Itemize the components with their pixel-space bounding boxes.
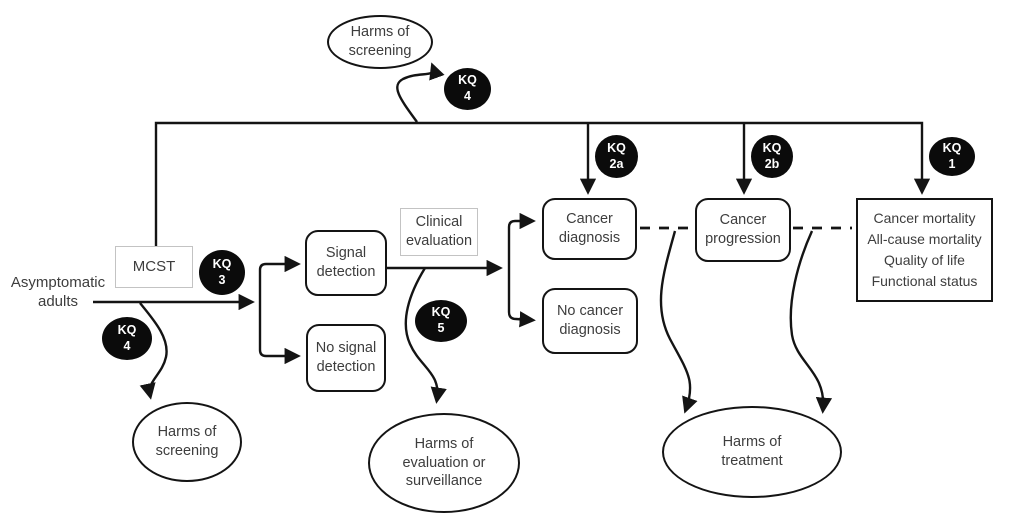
mcst-label: MCST <box>132 258 176 276</box>
signal-detection-box: Signal detection <box>305 230 387 296</box>
kq2a-badge: KQ 2a <box>595 135 638 178</box>
kq1-badge: KQ 1 <box>929 137 975 176</box>
kq1-number: 1 <box>948 156 956 171</box>
kq3-prefix: KQ <box>212 256 232 271</box>
no-cancer-diagnosis-box: No cancer diagnosis <box>542 288 638 354</box>
harms-treatment-label: Harms of treatment <box>721 434 783 469</box>
outcome-quality-of-life: Quality of life <box>884 252 965 268</box>
kq4-top-badge: KQ 4 <box>444 68 491 110</box>
harms-evaluation-label: Harms of evaluation or surveillance <box>402 436 486 490</box>
kq4-bottom-badge: KQ 4 <box>102 317 152 360</box>
harms-screening-top-label: Harms of screening <box>348 24 412 59</box>
outcomes-box: Cancer mortality All-cause mortality Qua… <box>856 198 993 302</box>
trunk-line <box>154 121 931 247</box>
cancer-diagnosis-label: Cancer diagnosis <box>558 211 621 246</box>
no-cancer-diagnosis-label: No cancer diagnosis <box>556 303 624 338</box>
kq2a-prefix: KQ <box>607 140 626 155</box>
harms-treatment-ellipse: Harms of treatment <box>662 406 842 498</box>
curve-kq4-harms-screening <box>139 302 168 400</box>
outcome-all-cause-mortality: All-cause mortality <box>867 231 982 247</box>
signal-detection-label: Signal detection <box>316 245 376 280</box>
curve-diagnosis-harms-treatment <box>659 230 698 414</box>
kq3-number: 3 <box>218 272 226 287</box>
no-signal-detection-label: No signal detection <box>315 340 377 375</box>
cancer-progression-box: Cancer progression <box>695 198 791 262</box>
kq2b-prefix: KQ <box>762 140 782 155</box>
harms-screening-top-ellipse: Harms of screening <box>327 15 433 69</box>
cancer-diagnosis-box: Cancer diagnosis <box>542 198 637 260</box>
outcome-functional-status: Functional status <box>871 273 978 289</box>
outcome-cancer-mortality: Cancer mortality <box>873 210 976 226</box>
harms-screening-bottom-label: Harms of screening <box>155 424 219 459</box>
kq4-top-prefix: KQ <box>458 73 477 88</box>
population-label-text: Asymptomatic adults <box>10 273 106 311</box>
kq4-bottom-number: 4 <box>123 338 131 353</box>
harms-evaluation-ellipse: Harms of evaluation or surveillance <box>368 413 520 513</box>
kq5-number: 5 <box>437 321 445 335</box>
kq2a-number: 2a <box>609 156 624 171</box>
bracket-signal-split <box>258 255 301 365</box>
curve-progression-harms-treatment <box>789 230 833 414</box>
kq5-badge: KQ 5 <box>415 300 467 342</box>
kq5-prefix: KQ <box>431 305 451 320</box>
clinical-evaluation-label: Clinical evaluation <box>405 214 473 249</box>
kq4-bottom-prefix: KQ <box>117 322 137 337</box>
population-label: Asymptomatic adults <box>8 272 108 312</box>
kq2b-badge: KQ 2b <box>751 135 793 178</box>
clinical-evaluation-box: Clinical evaluation <box>400 208 478 256</box>
kq1-prefix: KQ <box>942 140 962 155</box>
bracket-diagnosis-split <box>507 212 536 328</box>
harms-screening-bottom-ellipse: Harms of screening <box>132 402 242 482</box>
kq2b-number: 2b <box>764 156 780 171</box>
mcst-box: MCST <box>115 246 193 288</box>
cancer-progression-label: Cancer progression <box>705 212 781 247</box>
kq3-badge: KQ 3 <box>199 250 245 295</box>
curve-harms-screening-top <box>396 62 445 123</box>
kq4-top-number: 4 <box>464 89 471 103</box>
curve-kq5-harms-evaluation <box>404 267 447 404</box>
no-signal-detection-box: No signal detection <box>306 324 386 392</box>
